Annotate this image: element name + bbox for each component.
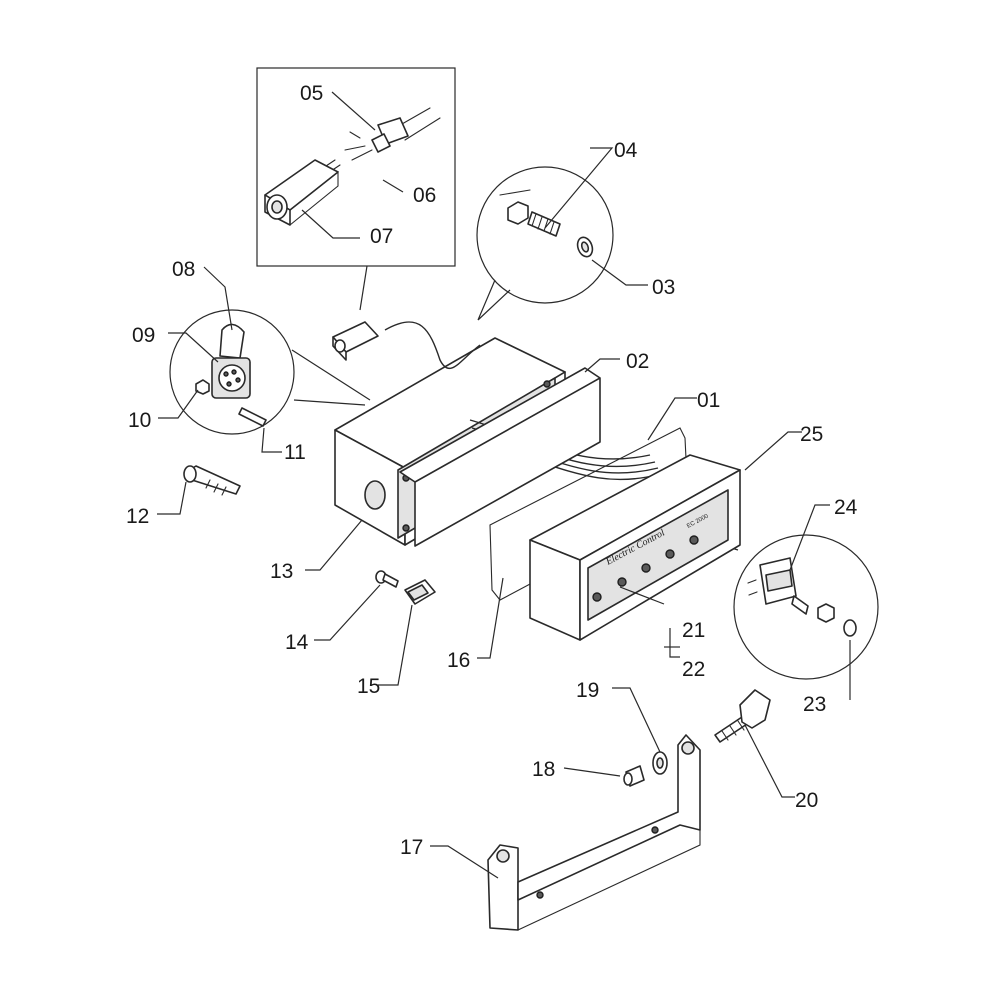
callout-15: 15: [357, 675, 380, 698]
callout-03: 03: [652, 276, 675, 299]
socket-detail-inset: [169, 309, 371, 435]
callout-13: 13: [270, 560, 293, 583]
callout-23: 23: [803, 693, 826, 716]
plug-detail-inset: [476, 166, 614, 321]
callout-25: 25: [800, 423, 823, 446]
control-panel: Electric Control EC 2000: [529, 454, 741, 641]
callout-10: 10: [128, 409, 151, 432]
knob-assembly: [623, 689, 771, 787]
bolt: [183, 465, 241, 496]
callout-labels: 01 02 03 04 05 06 07 08 09 10 11 12 13 1…: [126, 82, 858, 859]
mounting-bracket: [487, 734, 701, 931]
callout-21: 21: [682, 619, 705, 642]
callout-06: 06: [413, 184, 436, 207]
callout-19: 19: [576, 679, 599, 702]
inset-frame: [256, 67, 456, 267]
screw-and-clip: [375, 570, 436, 605]
plug-inset-circle: [476, 166, 614, 304]
callout-24: 24: [834, 496, 858, 519]
callout-02: 02: [626, 350, 649, 373]
switch-inset-circle: [733, 534, 879, 680]
callout-20: 20: [795, 789, 818, 812]
callout-08: 08: [172, 258, 195, 281]
callout-16: 16: [447, 649, 470, 672]
callout-14: 14: [285, 631, 309, 654]
callout-07: 07: [370, 225, 393, 248]
connector-detail-inset: [256, 67, 456, 311]
gasket-rear: [399, 367, 601, 547]
socket-inset-circle: [169, 309, 295, 435]
callout-17: 17: [400, 836, 423, 859]
cable-connector: [332, 321, 379, 361]
switch-detail-inset: [704, 534, 879, 680]
callout-04: 04: [614, 139, 638, 162]
callout-01: 01: [697, 389, 720, 412]
callout-05: 05: [300, 82, 323, 105]
callout-11: 11: [284, 441, 306, 464]
callout-12: 12: [126, 505, 149, 528]
leader-lines: [157, 91, 851, 879]
callout-18: 18: [532, 758, 555, 781]
callout-22: 22: [682, 658, 705, 681]
callout-09: 09: [132, 324, 155, 347]
